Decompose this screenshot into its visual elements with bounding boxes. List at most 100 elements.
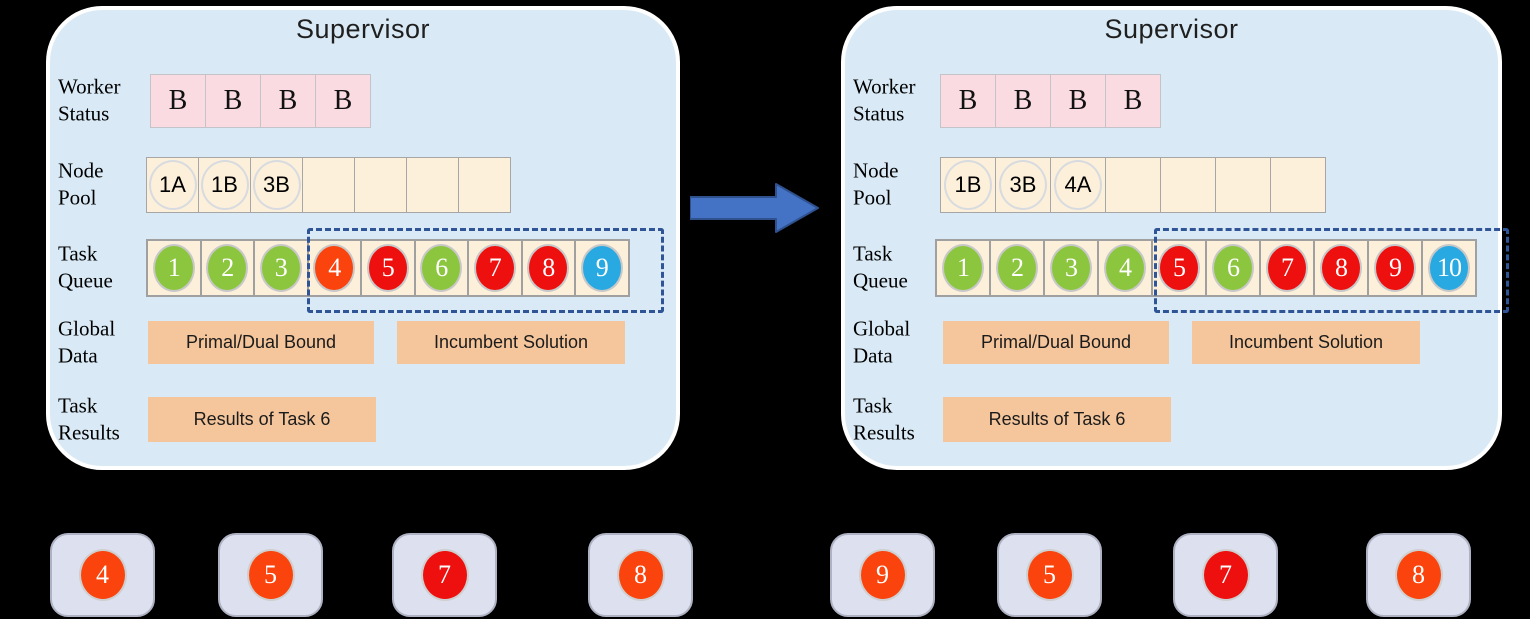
node-pool-slot-empty xyxy=(458,157,511,213)
worker-task-circle: 8 xyxy=(616,549,665,601)
task-circle: 7 xyxy=(1266,244,1308,292)
task-queue-row: Task Queue 1 2 3 4 5 6 7 8 9 10 xyxy=(845,239,1498,297)
task-queue-slot: 7 xyxy=(467,239,523,297)
task-circle: 6 xyxy=(1212,244,1254,292)
primal-dual-bound-box: Primal/Dual Bound xyxy=(148,321,374,364)
right-arrow-icon xyxy=(690,183,819,233)
task-circle: 4 xyxy=(1104,244,1146,292)
node-pool-cells: 1A 1B 3B xyxy=(146,157,511,213)
incumbent-solution-box: Incumbent Solution xyxy=(1192,321,1420,364)
task-circle: 2 xyxy=(206,244,249,292)
node-pool-slot-empty xyxy=(406,157,459,213)
task-circle: 2 xyxy=(996,244,1038,292)
worker-status-cell: B xyxy=(940,74,996,128)
node-pool-slot: 4A xyxy=(1050,157,1106,213)
worker-box: 5 xyxy=(997,533,1102,617)
dashed-selection-box xyxy=(307,228,664,313)
task-circle: 9 xyxy=(580,244,623,292)
row-label-node-pool: Node Pool xyxy=(58,158,104,210)
row-label-worker-status: Worker Status xyxy=(853,74,916,126)
task-queue-slot: 9 xyxy=(1367,239,1423,297)
task-results-boxes: Results of Task 6 xyxy=(148,397,376,442)
task-circle: 10 xyxy=(1428,244,1470,292)
task-queue-slot: 2 xyxy=(199,239,255,297)
node-circle: 1A xyxy=(148,160,197,210)
task-queue-slot: 3 xyxy=(1043,239,1099,297)
node-pool-slot-empty xyxy=(1215,157,1271,213)
task-queue-slot: 3 xyxy=(253,239,309,297)
task-circle: 8 xyxy=(527,244,570,292)
row-label-node-pool: Node Pool xyxy=(853,158,899,210)
node-pool-slot: 1A xyxy=(146,157,199,213)
task-queue-slot: 5 xyxy=(1151,239,1207,297)
row-label-global-data: Global Data xyxy=(58,316,116,368)
task-queue-slot: 6 xyxy=(1205,239,1261,297)
task-queue-cells: 1 2 3 4 5 6 7 8 9 xyxy=(146,239,630,297)
worker-box: 7 xyxy=(392,533,497,617)
row-label-task-results: Task Results xyxy=(58,393,120,445)
worker-status-cells: B B B B xyxy=(150,74,371,128)
worker-status-cell: B xyxy=(260,74,316,128)
task-results-boxes: Results of Task 6 xyxy=(943,397,1171,442)
worker-task-circle: 7 xyxy=(420,549,469,601)
task-queue-slot: 1 xyxy=(146,239,202,297)
panel-title: Supervisor xyxy=(295,14,431,44)
worker-box: 8 xyxy=(588,533,693,617)
task-circle: 5 xyxy=(366,244,409,292)
node-pool-row: Node Pool 1A 1B 3B xyxy=(50,157,676,213)
task-queue-slot: 10 xyxy=(1421,239,1477,297)
node-circle: 1B xyxy=(200,160,249,210)
global-data-row: Global Data Primal/Dual Bound Incumbent … xyxy=(845,316,1498,368)
global-data-boxes: Primal/Dual Bound Incumbent Solution xyxy=(148,321,625,364)
worker-task-circle: 5 xyxy=(246,549,295,601)
supervisor-panel-right: Supervisor Worker Status B B B B Node Po… xyxy=(841,6,1509,470)
node-circle: 4A xyxy=(1054,160,1102,210)
worker-task-circle: 8 xyxy=(1394,549,1443,601)
worker-box: 4 xyxy=(50,533,155,617)
worker-status-cell: B xyxy=(995,74,1051,128)
node-circle: 1B xyxy=(944,160,992,210)
worker-status-cell: B xyxy=(1105,74,1161,128)
task-circle: 1 xyxy=(152,244,195,292)
task-circle: 7 xyxy=(473,244,516,292)
task-queue-slot: 4 xyxy=(1097,239,1153,297)
task-circle: 6 xyxy=(420,244,463,292)
row-label-global-data: Global Data xyxy=(853,316,911,368)
worker-task-circle: 4 xyxy=(78,549,127,601)
supervisor-panel-left: Supervisor Worker Status B B B B Node Po… xyxy=(46,6,680,470)
panel-title: Supervisor xyxy=(1104,14,1239,44)
worker-status-cell: B xyxy=(150,74,206,128)
node-circle: 3B xyxy=(999,160,1047,210)
task-results-box: Results of Task 6 xyxy=(943,397,1171,442)
worker-status-cell: B xyxy=(1050,74,1106,128)
task-queue-slot: 9 xyxy=(574,239,630,297)
worker-box: 5 xyxy=(218,533,323,617)
task-queue-slot: 6 xyxy=(413,239,469,297)
global-data-row: Global Data Primal/Dual Bound Incumbent … xyxy=(50,316,676,368)
node-pool-row: Node Pool 1B 3B 4A xyxy=(845,157,1498,213)
worker-status-cell: B xyxy=(205,74,261,128)
task-queue-slot: 5 xyxy=(360,239,416,297)
worker-status-cell: B xyxy=(315,74,371,128)
row-label-worker-status: Worker Status xyxy=(58,74,121,126)
global-data-boxes: Primal/Dual Bound Incumbent Solution xyxy=(943,321,1420,364)
worker-status-row: Worker Status B B B B xyxy=(845,74,1498,128)
row-label-task-queue: Task Queue xyxy=(58,241,113,293)
worker-box: 9 xyxy=(830,533,935,617)
task-circle: 1 xyxy=(942,244,984,292)
task-results-row: Task Results Results of Task 6 xyxy=(845,393,1498,445)
task-queue-slot: 4 xyxy=(306,239,362,297)
worker-box: 8 xyxy=(1366,533,1471,617)
row-label-task-queue: Task Queue xyxy=(853,241,908,293)
task-queue-cells: 1 2 3 4 5 6 7 8 9 10 xyxy=(935,239,1477,297)
node-pool-cells: 1B 3B 4A xyxy=(940,157,1326,213)
primal-dual-bound-box: Primal/Dual Bound xyxy=(943,321,1169,364)
task-circle: 4 xyxy=(313,244,356,292)
node-pool-slot: 3B xyxy=(250,157,303,213)
node-pool-slot-empty xyxy=(302,157,355,213)
node-pool-slot-empty xyxy=(1160,157,1216,213)
task-queue-slot: 7 xyxy=(1259,239,1315,297)
worker-task-circle: 7 xyxy=(1201,549,1250,601)
worker-box: 7 xyxy=(1173,533,1278,617)
